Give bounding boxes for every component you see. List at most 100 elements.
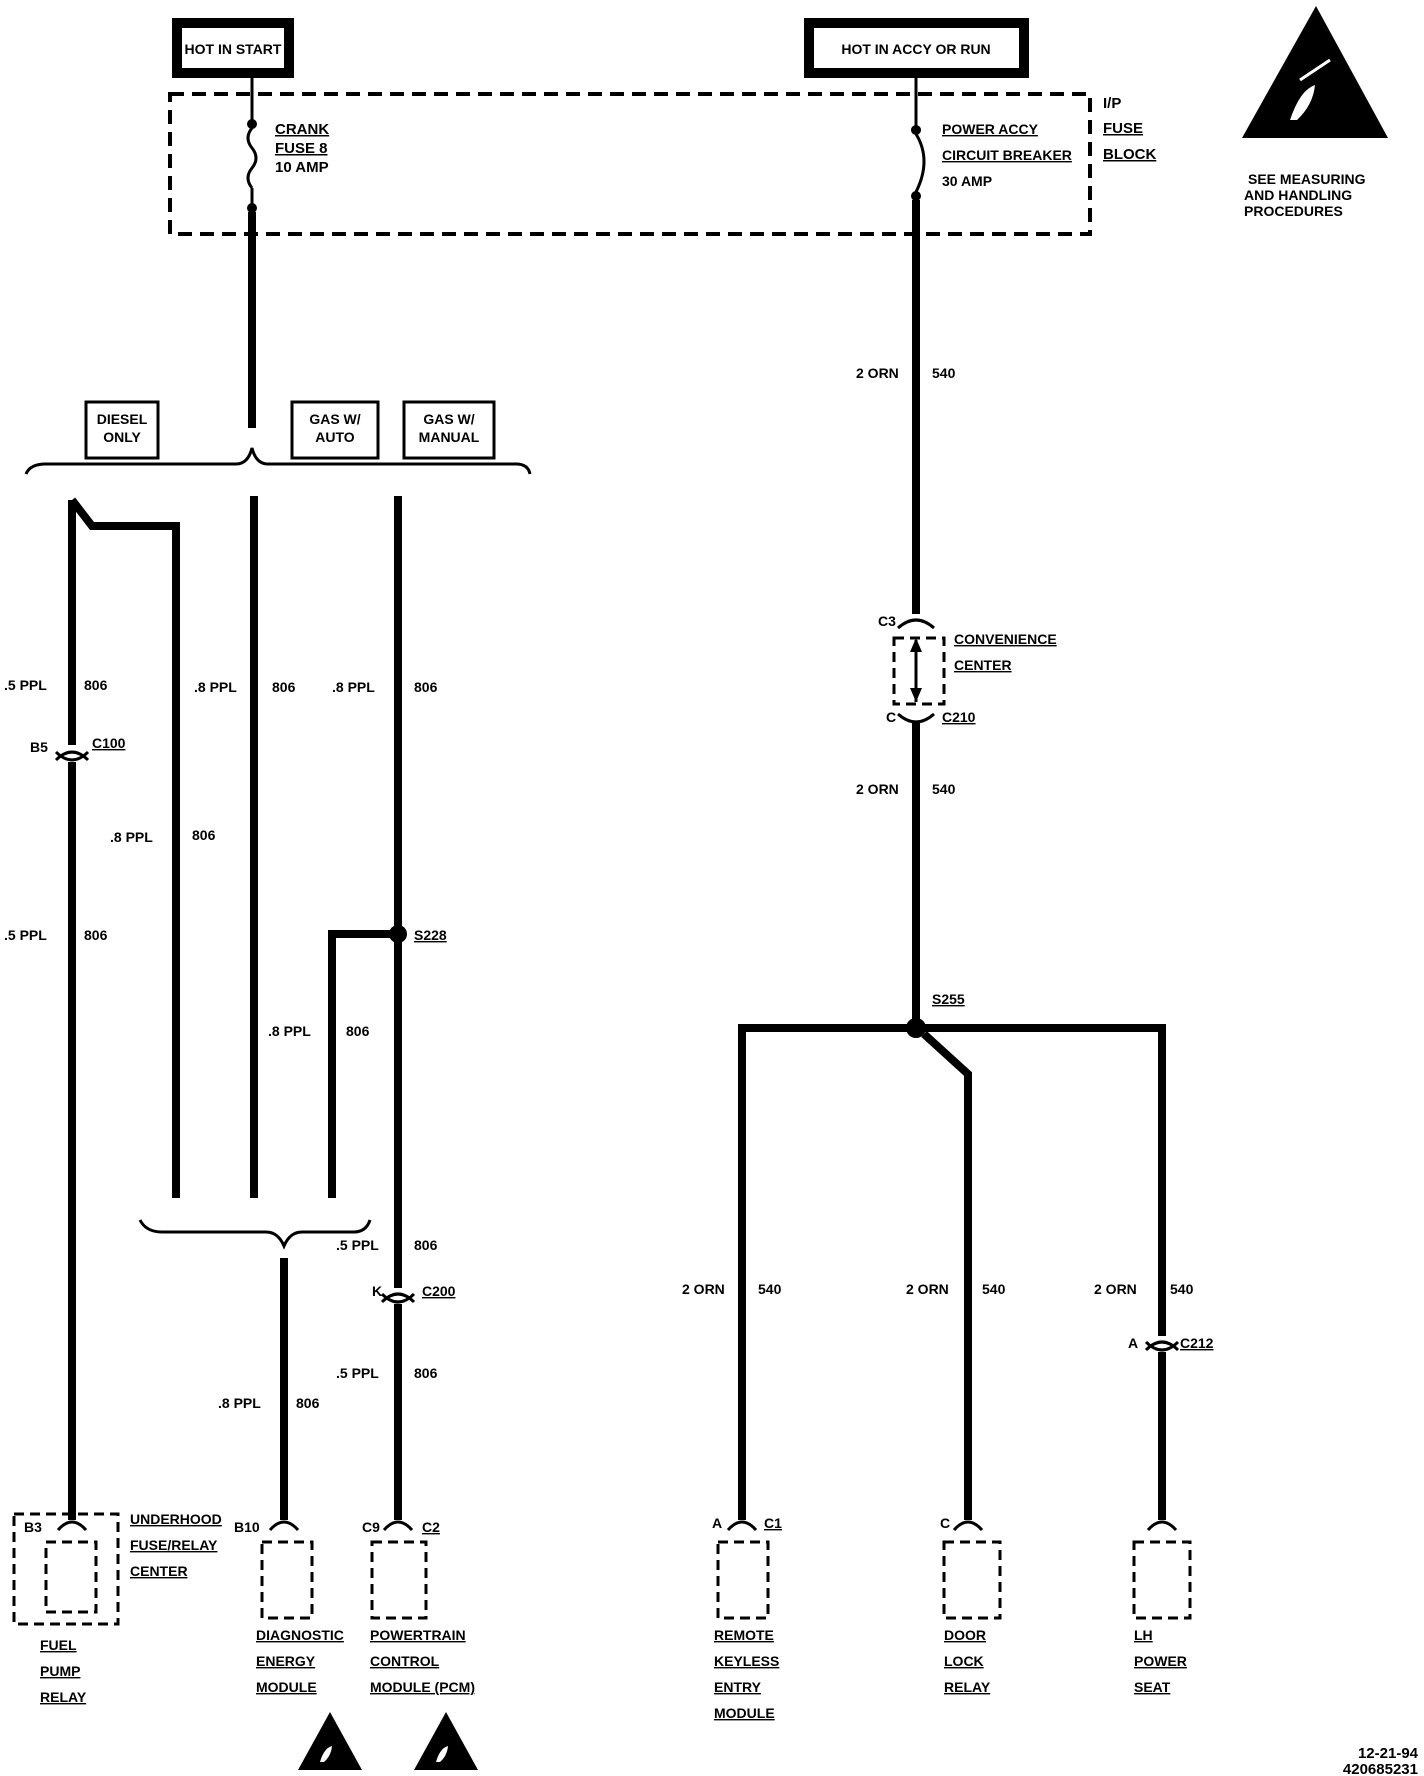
hot-in-accy-run-label: HOT IN ACCY OR RUN <box>841 41 990 57</box>
center-label: CENTER <box>130 1563 188 1579</box>
crank-label: CRANK <box>275 121 329 138</box>
seat-label: SEAT <box>1134 1679 1171 1695</box>
diagnostic-energy-module: B10 DIAGNOSTIC ENERGY MODULE <box>234 1519 344 1695</box>
connector-c3: C3 <box>878 613 896 629</box>
splice-s228-dot <box>389 925 407 943</box>
breaker-label: POWER ACCY CIRCUIT BREAKER 30 AMP <box>942 121 1072 189</box>
door-lock-relay: C DOOR LOCK RELAY <box>940 1515 1002 1695</box>
circuit-breaker-label: CIRCUIT BREAKER <box>942 147 1072 163</box>
connector-b3: B3 <box>24 1519 42 1535</box>
powertrain-control-module: C9 C2 POWERTRAIN CONTROL MODULE (PCM) <box>362 1519 475 1695</box>
option-brace-top <box>24 447 532 475</box>
wire-540-label: 540 <box>1170 1281 1194 1297</box>
fuel-pump-relay-component: B3 FUEL PUMP RELAY <box>12 1512 120 1705</box>
wire-540-label: 540 <box>932 365 956 381</box>
fuse-block-line3: BLOCK <box>1103 146 1156 163</box>
right-connector-labels: C3 C C210 S255 A C212 <box>878 613 1214 1351</box>
relay-label: RELAY <box>944 1679 991 1695</box>
circuit-breaker <box>911 78 926 201</box>
gas-auto-line1: GAS W/ <box>309 411 360 427</box>
footer-code: 420685231 <box>1343 1761 1418 1776</box>
connector-k: K <box>372 1283 382 1299</box>
option-gas-manual: GAS W/ MANUAL <box>402 400 496 460</box>
wire-ppl-label: .8 PPL <box>268 1023 311 1039</box>
lh-power-seat: LH POWER SEAT <box>1132 1520 1192 1695</box>
underhood-fuse-relay-label: UNDERHOOD FUSE/RELAY CENTER <box>130 1511 222 1579</box>
esd-note-line2: AND HANDLING <box>1244 187 1352 203</box>
esd-warning-icon <box>414 1712 478 1770</box>
connector-c2: C2 <box>422 1519 440 1535</box>
only-label: ONLY <box>103 429 141 445</box>
hot-in-start-header: HOT IN START <box>172 18 294 78</box>
wire-orn-label: 2 ORN <box>906 1281 949 1297</box>
esd-warning-icon <box>1242 6 1388 138</box>
wire-ppl-label: .5 PPL <box>336 1237 379 1253</box>
wire-orn-label: 2 ORN <box>856 365 899 381</box>
wire-806-label: 806 <box>414 1237 438 1253</box>
center-label: CENTER <box>954 657 1012 673</box>
10-amp-label: 10 AMP <box>275 159 329 176</box>
connector-c200: C200 <box>422 1283 456 1299</box>
module-label: MODULE <box>256 1679 317 1695</box>
fuse-relay-label: FUSE/RELAY <box>130 1537 218 1553</box>
relay-label: RELAY <box>40 1689 87 1705</box>
fuse-8-label: FUSE 8 <box>275 140 328 157</box>
crank-fuse-label: CRANK FUSE 8 10 AMP <box>275 121 329 176</box>
esd-warning-icon <box>298 1712 362 1770</box>
underhood-label: UNDERHOOD <box>130 1511 222 1527</box>
wire-540-label: 540 <box>932 781 956 797</box>
connector-c100: C100 <box>92 735 126 751</box>
wire-ppl-label: .8 PPL <box>194 679 237 695</box>
wire-orn-label: 2 ORN <box>682 1281 725 1297</box>
lock-label: LOCK <box>944 1653 984 1669</box>
connector-c210: C210 <box>942 709 976 725</box>
wire-ppl-label: .8 PPL <box>332 679 375 695</box>
splice-s255: S255 <box>932 991 965 1007</box>
gas-manual-line2: MANUAL <box>419 429 480 445</box>
wire-806-label: 806 <box>192 827 216 843</box>
lh-label: LH <box>1134 1627 1153 1643</box>
connector-c: C <box>940 1515 950 1531</box>
control-label: CONTROL <box>370 1653 440 1669</box>
wire-orn-label: 2 ORN <box>1094 1281 1137 1297</box>
hot-in-accy-run-header: HOT IN ACCY OR RUN <box>804 18 1029 78</box>
left-wiring <box>54 496 416 1520</box>
wire-806-label: 806 <box>414 1365 438 1381</box>
gas-auto-line2: AUTO <box>315 429 355 445</box>
wire-ppl-label: .5 PPL <box>4 927 47 943</box>
power-label: POWER <box>1134 1653 1187 1669</box>
wire-806-label: 806 <box>272 679 296 695</box>
module-label: MODULE <box>714 1705 775 1721</box>
remote-keyless-entry-module: A C1 REMOTE KEYLESS ENTRY MODULE <box>712 1515 782 1721</box>
left-wire-labels: .5 PPL 806 .8 PPL 806 .8 PPL 806 .8 PPL … <box>4 677 438 1411</box>
connector-a: A <box>1128 1335 1138 1351</box>
30-amp-label: 30 AMP <box>942 173 992 189</box>
ip-fuse-block-label: I/P FUSE BLOCK <box>1103 95 1156 163</box>
crank-fuse <box>246 78 258 213</box>
power-accy-label: POWER ACCY <box>942 121 1039 137</box>
wire-ppl-label: .5 PPL <box>336 1365 379 1381</box>
fuse-block-line2: FUSE <box>1103 120 1143 137</box>
wire-806-label: 806 <box>84 927 108 943</box>
splice-s228: S228 <box>414 927 447 943</box>
keyless-label: KEYLESS <box>714 1653 779 1669</box>
diesel-label: DIESEL <box>97 411 148 427</box>
connector-b5: B5 <box>30 739 48 755</box>
connector-c212: C212 <box>1180 1335 1214 1351</box>
gas-manual-line1: GAS W/ <box>423 411 474 427</box>
connector-a: A <box>712 1515 722 1531</box>
convenience-label: CONVENIENCE <box>954 631 1057 647</box>
esd-note: SEE MEASURING AND HANDLING PROCEDURES <box>1244 171 1366 219</box>
wire-540-label: 540 <box>758 1281 782 1297</box>
remote-label: REMOTE <box>714 1627 774 1643</box>
right-wire-labels: 2 ORN 540 2 ORN 540 2 ORN 540 2 ORN 540 … <box>682 365 1194 1297</box>
connector-b10: B10 <box>234 1519 260 1535</box>
hot-in-start-label: HOT IN START <box>185 41 282 57</box>
entry-label: ENTRY <box>714 1679 762 1695</box>
ip-fuse-block-outline <box>168 92 1092 236</box>
connector-c9: C9 <box>362 1519 380 1535</box>
esd-note-line1: SEE MEASURING <box>1248 171 1366 187</box>
pump-label: PUMP <box>40 1663 80 1679</box>
left-connector-labels: B5 C100 S228 K C200 <box>30 735 456 1299</box>
